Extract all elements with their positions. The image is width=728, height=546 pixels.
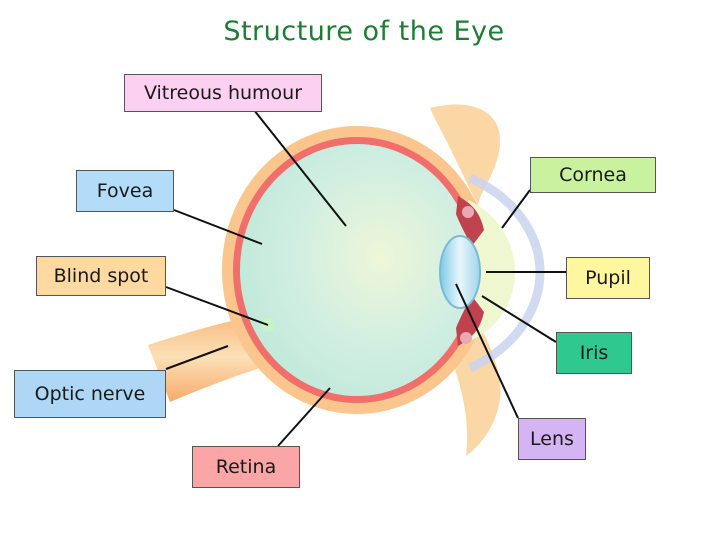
label-retina: Retina (192, 446, 300, 488)
vitreous-body (240, 144, 474, 396)
label-fovea: Fovea (76, 170, 174, 212)
iris-shape (456, 196, 484, 346)
diagram-title: Structure of the Eye (223, 16, 505, 47)
label-cornea: Cornea (530, 157, 656, 193)
leader-blind-spot (165, 286, 269, 326)
lens-shape (439, 235, 481, 309)
leader-retina (277, 387, 331, 447)
label-iris: Iris (556, 332, 632, 374)
leader-optic-nerve (165, 345, 229, 370)
leader-lines (165, 109, 566, 447)
leader-lens (455, 283, 519, 419)
label-lens: Lens (518, 418, 586, 460)
label-pupil: Pupil (566, 257, 650, 299)
label-vitreous-humour: Vitreous humour (124, 74, 322, 112)
label-blind-spot: Blind spot (36, 256, 166, 296)
leader-fovea (173, 209, 263, 245)
leader-vitreous (253, 109, 347, 227)
leader-iris (481, 295, 557, 343)
leader-cornea (501, 189, 531, 229)
label-optic-nerve: Optic nerve (14, 370, 166, 418)
